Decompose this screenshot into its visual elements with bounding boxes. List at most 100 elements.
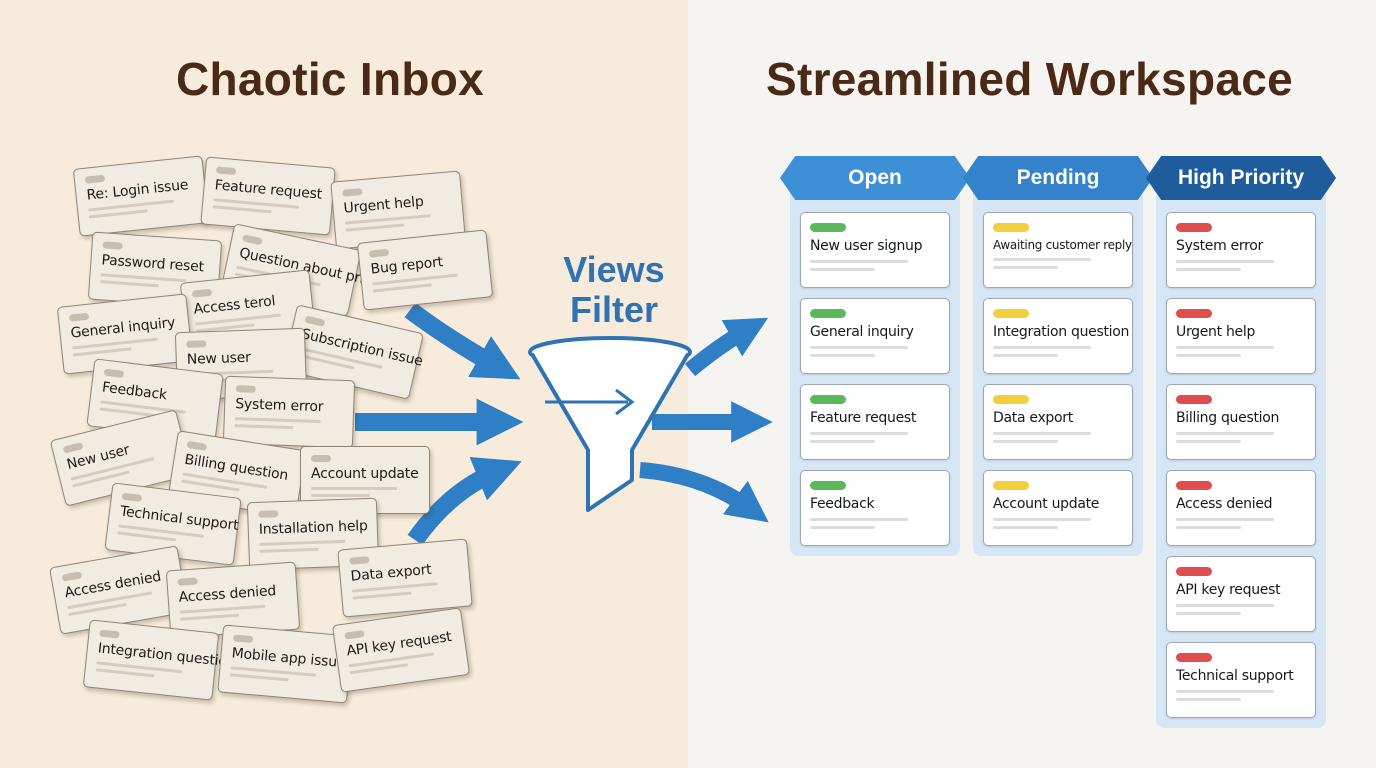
filter-label-line2: Filter [569, 289, 658, 330]
status-indicator [1176, 653, 1212, 662]
inbox-card[interactable]: Mobile app issue [217, 624, 353, 704]
card-text-line [1176, 612, 1241, 615]
card-text-line [1176, 690, 1274, 693]
task-card[interactable]: Feature request [800, 384, 950, 460]
task-card[interactable]: Integration question [983, 298, 1133, 374]
card-tag [102, 241, 123, 250]
card-tag [121, 492, 143, 502]
inbox-card[interactable]: Feature request [200, 156, 336, 236]
card-text-line [229, 673, 290, 682]
task-card[interactable]: Urgent help [1166, 298, 1316, 374]
task-card[interactable]: Technical support [1166, 642, 1316, 718]
card-tag [311, 455, 331, 462]
card-text-line [810, 268, 875, 271]
card-tag [84, 174, 106, 184]
task-card-title: Urgent help [1176, 324, 1256, 340]
card-text-line [259, 547, 319, 553]
card-tag [61, 571, 83, 582]
card-text-line [993, 518, 1091, 521]
card-text-line [95, 668, 155, 678]
inbox-card[interactable]: Re: Login issue [72, 155, 210, 237]
task-card[interactable]: Access denied [1166, 470, 1316, 546]
card-text-line [212, 205, 273, 214]
card-tag [241, 234, 263, 246]
task-card[interactable]: General inquiry [800, 298, 950, 374]
status-indicator [810, 481, 846, 490]
card-text-line [1176, 260, 1274, 263]
task-card[interactable]: Feedback [800, 470, 950, 546]
card-text-line [179, 604, 267, 614]
card-tag [186, 440, 208, 451]
card-tag [62, 441, 84, 454]
task-card-title: General inquiry [810, 324, 914, 340]
status-indicator [993, 223, 1029, 232]
task-card[interactable]: Awaiting customer reply [983, 212, 1133, 288]
inbox-card[interactable]: Data export [337, 538, 473, 618]
card-tag [368, 248, 390, 258]
streamlined-workspace-heading: Streamlined Workspace [766, 53, 1293, 105]
task-card-title: Data export [993, 410, 1073, 426]
status-indicator [1176, 395, 1212, 404]
task-card[interactable]: API key request [1166, 556, 1316, 632]
task-card[interactable]: Billing question [1166, 384, 1316, 460]
card-text-line [1176, 526, 1241, 529]
card-tag [258, 510, 279, 518]
card-text-line [810, 432, 908, 435]
status-indicator [1176, 481, 1212, 490]
card-tag [349, 556, 370, 565]
inbox-card-title: Password reset [100, 252, 205, 276]
column-header-high-priority[interactable]: High Priority [1146, 156, 1336, 200]
card-text-line [993, 354, 1058, 357]
task-card[interactable]: Data export [983, 384, 1133, 460]
card-text-line [1176, 354, 1241, 357]
card-tag [342, 188, 363, 197]
card-text-line [345, 223, 405, 232]
card-text-line [810, 260, 908, 263]
card-tag [99, 629, 120, 639]
card-text-line [180, 613, 240, 621]
card-text-line [1176, 604, 1274, 607]
card-tag [344, 629, 365, 640]
card-text-line [311, 494, 371, 497]
task-card-title: Feature request [810, 410, 917, 426]
card-text-line [311, 487, 398, 490]
card-text-line [1176, 268, 1241, 271]
card-tag [103, 368, 125, 378]
card-text-line [810, 354, 875, 357]
card-text-line [1176, 518, 1274, 521]
card-tag [215, 166, 237, 176]
card-tag [235, 385, 256, 393]
task-card[interactable]: New user signup [800, 212, 950, 288]
card-text-line [1176, 346, 1274, 349]
inbox-card-title: Access denied [178, 582, 277, 606]
card-text-line [993, 346, 1091, 349]
card-text-line [259, 539, 346, 546]
inbox-card-title: New user [186, 349, 252, 368]
task-card-title: Feedback [810, 496, 875, 512]
task-card-title: Integration question [993, 324, 1130, 340]
funnel-icon [528, 336, 692, 512]
status-indicator [1176, 223, 1212, 232]
column-header-open[interactable]: Open [780, 156, 970, 200]
card-text-line [993, 432, 1091, 435]
inbox-card-title: Installation help [258, 518, 368, 538]
status-indicator [993, 481, 1029, 490]
card-text-line [810, 526, 875, 529]
inbox-card[interactable]: Bug report [356, 229, 494, 311]
card-text-line [72, 347, 133, 357]
inbox-card[interactable]: Integration question [82, 619, 236, 701]
status-indicator [993, 395, 1029, 404]
task-card-title: Access denied [1176, 496, 1273, 512]
inbox-card[interactable]: System error [222, 375, 356, 449]
card-text-line [372, 283, 433, 293]
inbox-card-title: Account update [311, 466, 419, 482]
card-text-line [234, 424, 294, 430]
task-card-title: System error [1176, 238, 1263, 254]
column-header-pending[interactable]: Pending [963, 156, 1153, 200]
task-card[interactable]: Account update [983, 470, 1133, 546]
card-text-line [993, 526, 1058, 529]
card-text-line [810, 440, 875, 443]
task-card[interactable]: System error [1166, 212, 1316, 288]
